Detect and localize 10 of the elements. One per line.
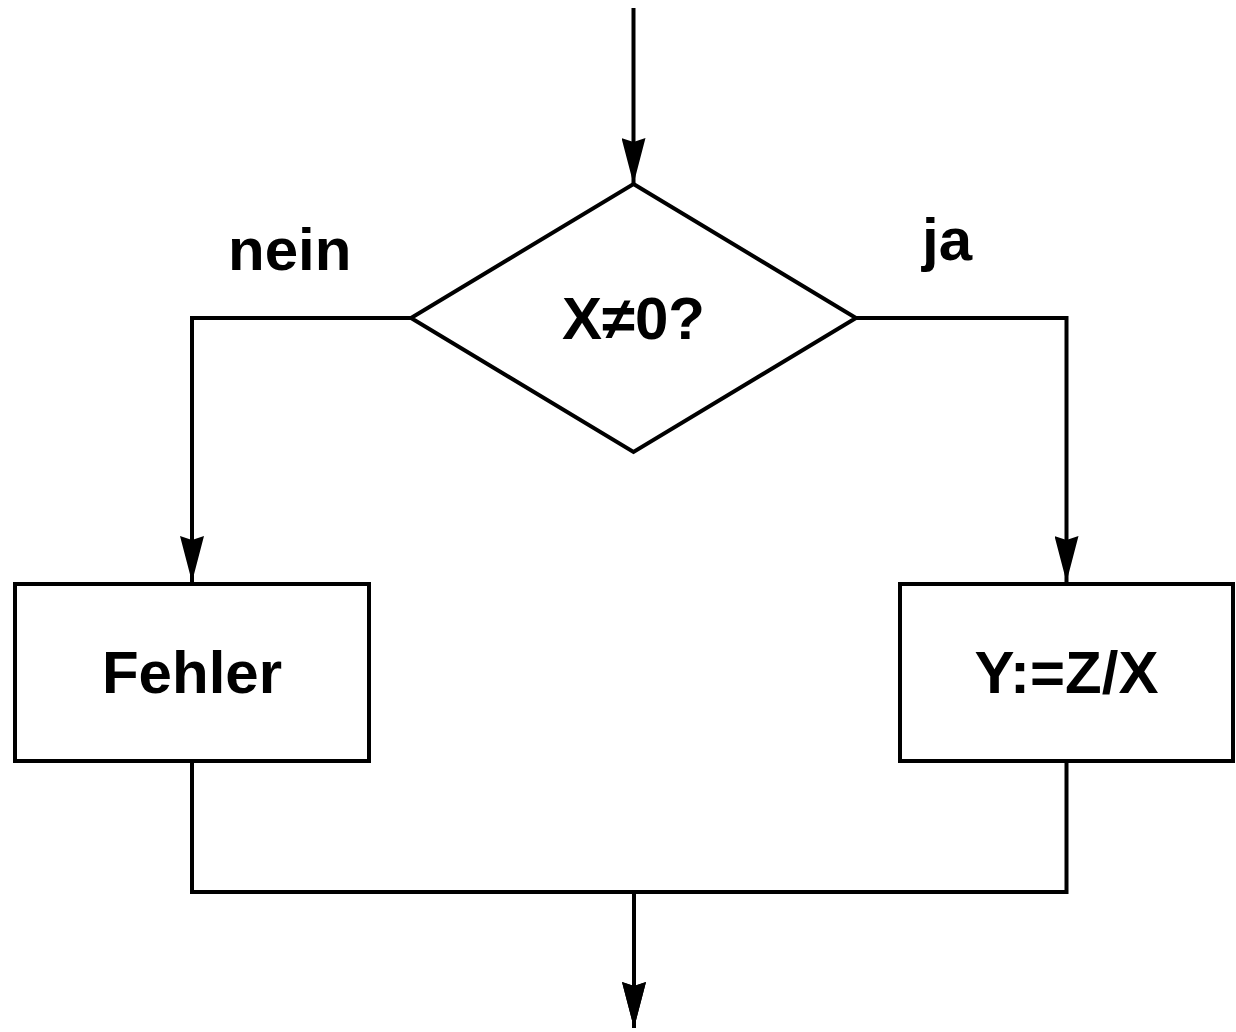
arrow <box>622 763 1069 1028</box>
process-box <box>13 582 371 763</box>
arrow <box>621 8 646 184</box>
process-text: Fehler <box>101 638 283 707</box>
arrow <box>856 316 1079 582</box>
decision-diamond <box>411 184 856 452</box>
condition-text: X≠0? <box>562 283 705 353</box>
process-box <box>898 582 1235 763</box>
process-text: Y:=Z/X <box>974 638 1159 707</box>
arrow <box>180 316 411 582</box>
